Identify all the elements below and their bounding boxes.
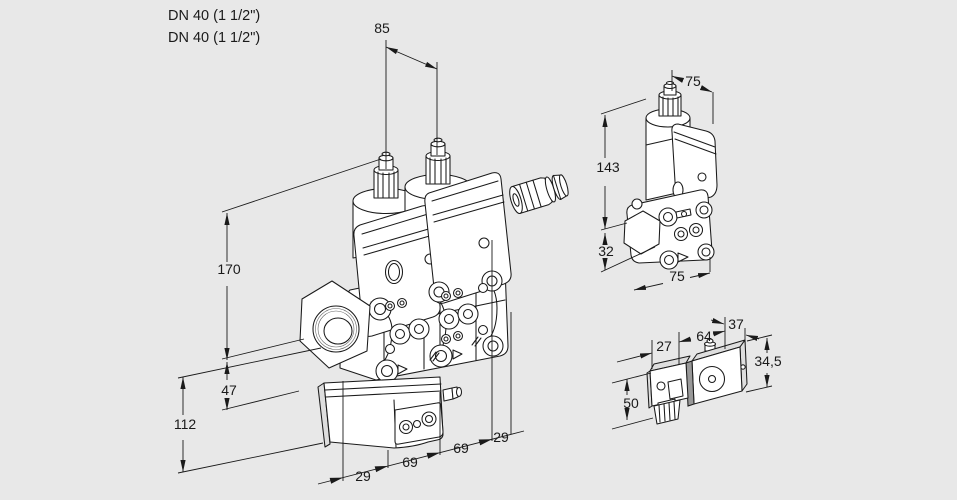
dim-75-top-label: 75	[685, 73, 701, 89]
dim-29-right-label: 29	[493, 429, 509, 445]
dim-32-label: 32	[598, 243, 614, 259]
dim-75-bottom-label: 75	[669, 268, 685, 284]
dimension-labels: DN 40 (1 1/2") DN 40 (1 1/2") 85 170 47 …	[168, 8, 782, 484]
single-cover	[671, 123, 718, 205]
right-cover	[424, 172, 512, 304]
dim-34-5-label: 34,5	[754, 353, 781, 369]
dim-143-label: 143	[596, 159, 620, 175]
dim-69-left-label: 69	[402, 454, 418, 470]
dim-29-left-label: 29	[355, 468, 371, 484]
single-valve-body	[623, 189, 715, 270]
single-valve-drawing	[623, 80, 718, 270]
cable-gland-drawing	[509, 174, 569, 214]
dim-170-label: 170	[217, 261, 241, 277]
dim-47-label: 47	[221, 382, 237, 398]
pipe-flange	[299, 280, 371, 369]
dn-label-1: DN 40 (1 1/2")	[168, 8, 260, 24]
dim-37-label: 37	[728, 316, 744, 332]
switch-nut	[653, 398, 681, 425]
dim-64-label: 64	[696, 328, 712, 344]
bottom-housing	[317, 376, 463, 449]
dn-label-2: DN 40 (1 1/2")	[168, 30, 260, 46]
double-valve-drawing	[299, 137, 512, 449]
dim-69-right-label: 69	[453, 440, 469, 456]
dim-85-label: 85	[374, 20, 390, 36]
dimension-lines	[177, 40, 773, 485]
pressure-switch-drawing	[646, 338, 748, 425]
dim-112-label: 112	[174, 416, 197, 432]
body-fasteners	[368, 270, 504, 383]
dim-50-label: 50	[623, 395, 639, 411]
dim-27-label: 27	[656, 338, 672, 354]
